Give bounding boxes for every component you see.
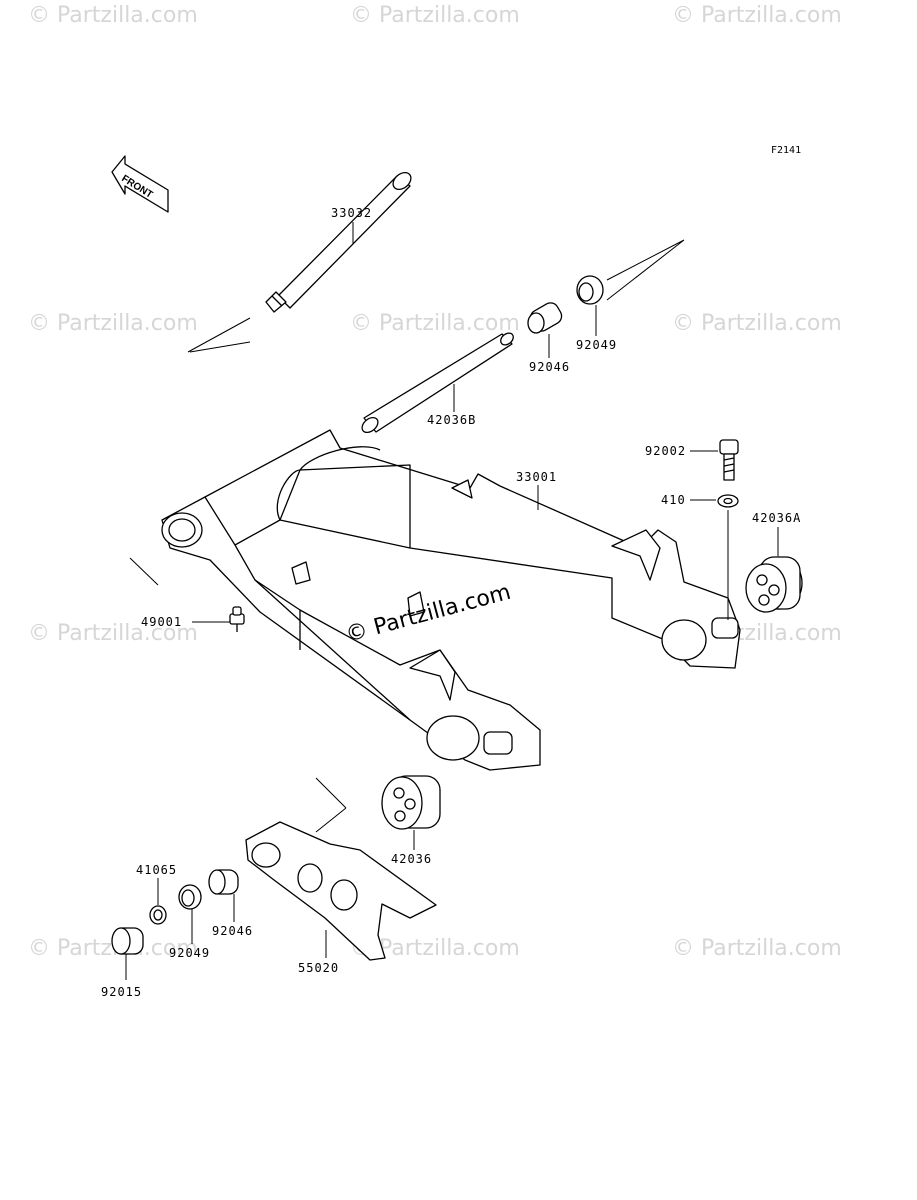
watermark-center: © Partzilla.com (343, 580, 513, 648)
watermark-text: © Partzilla.com (28, 3, 198, 28)
swingarm-33001 (129, 429, 741, 771)
label-410: 410 (661, 493, 686, 507)
front-arrow-icon: FRONT (111, 155, 169, 213)
label-49001: 49001 (141, 615, 182, 629)
watermark-text: © Partzilla.com (350, 3, 520, 28)
washer-410 (717, 494, 739, 620)
watermark-text: © Partzilla.com (350, 311, 520, 336)
label-92046-upper: 92046 (529, 360, 570, 374)
label-92049-upper: 92049 (576, 338, 617, 352)
label-33001: 33001 (516, 470, 557, 484)
label-41065: 41065 (136, 863, 177, 877)
bolt-92002 (719, 439, 739, 481)
watermark-text: © Partzilla.com (672, 3, 842, 28)
watermark-text: © Partzilla.com (28, 311, 198, 336)
label-55020: 55020 (298, 961, 339, 975)
callouts: 33032 92049 92046 42036B 92002 33001 410… (101, 206, 801, 999)
needle-bearing-upper (527, 302, 563, 334)
needle-bearing-lower (208, 869, 239, 895)
watermark-text: © Partzilla.com (672, 311, 842, 336)
label-42036: 42036 (391, 852, 432, 866)
collar-42036 (381, 775, 441, 830)
label-92015: 92015 (101, 985, 142, 999)
grease-nipple-49001 (229, 606, 245, 632)
label-92049-lower: 92049 (169, 946, 210, 960)
oil-seal-lower (178, 884, 202, 910)
figure-code: F2141 (771, 145, 801, 156)
watermarks: © Partzilla.com © Partzilla.com © Partzi… (28, 3, 842, 961)
label-42036A: 42036A (752, 511, 801, 525)
watermark-text: © Partzilla.com (28, 621, 198, 646)
chain-guide-55020 (245, 777, 437, 961)
label-92046-lower: 92046 (212, 924, 253, 938)
watermark-text: © Partzilla.com (672, 936, 842, 961)
label-92002: 92002 (645, 444, 686, 458)
label-42036B: 42036B (427, 413, 476, 427)
collar-92015 (111, 927, 144, 955)
collar-tube-42036B (361, 332, 514, 434)
collar-42036A (745, 556, 803, 613)
label-33032: 33032 (331, 206, 372, 220)
pivot-shaft-33032 (187, 171, 412, 353)
washer-41065 (149, 905, 167, 925)
oil-seal-upper (576, 239, 685, 305)
